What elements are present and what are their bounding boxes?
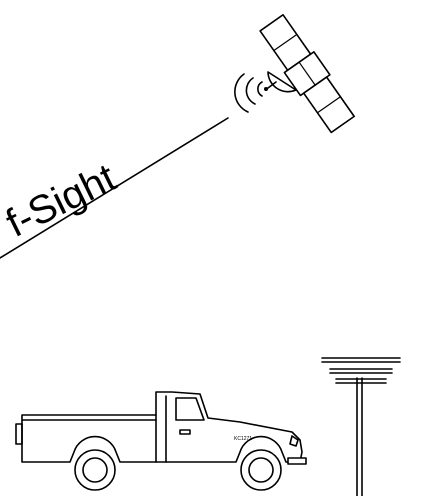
truck-rear-wheel	[74, 449, 116, 491]
truck-headlight	[289, 435, 299, 447]
antenna-mast-icon	[321, 357, 401, 496]
truck-bumper	[287, 457, 307, 465]
signal-waves-icon	[234, 73, 263, 113]
pickup-truck-icon: KC1271	[15, 391, 307, 491]
truck-body	[21, 391, 303, 463]
satellite-dish	[267, 71, 297, 93]
line-of-sight-line	[0, 117, 229, 259]
truck-tailgate	[15, 423, 23, 445]
truck-window	[175, 397, 205, 421]
truck-plate-label: KC1271	[234, 436, 252, 442]
line-of-sight-label: f-Sight	[0, 156, 123, 246]
satellite-icon	[234, 14, 355, 134]
truck-door-handle	[179, 429, 191, 435]
truck-front-wheel	[240, 449, 282, 491]
